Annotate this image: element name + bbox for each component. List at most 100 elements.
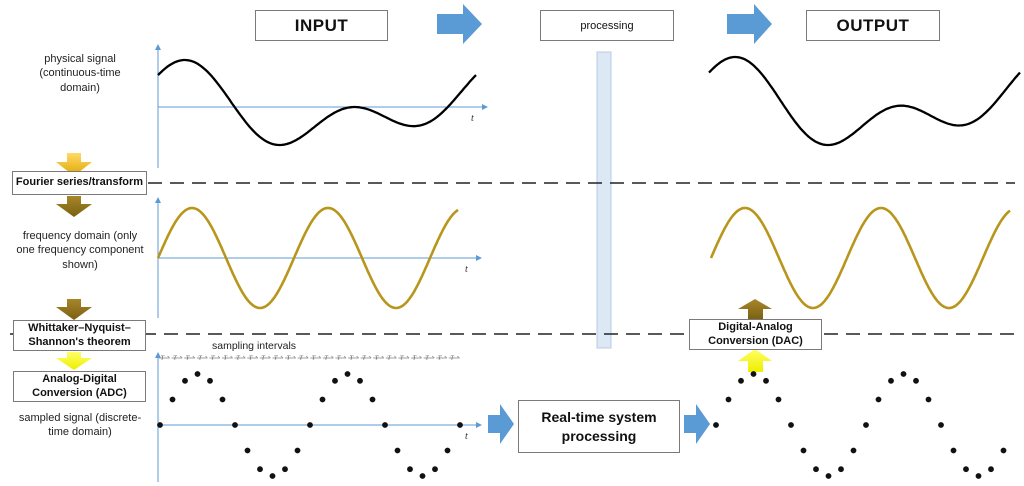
sampling-interval-arrowhead-12 [318, 355, 322, 359]
sampled-output-point-5 [775, 396, 782, 403]
sampled-input-point-23 [444, 447, 451, 454]
dac-up-arrow-olive-icon [738, 299, 772, 320]
sampled-input-point-8 [257, 466, 263, 473]
sampled-output-point-10 [838, 466, 844, 473]
physical-y-arrowhead [155, 44, 161, 50]
sampled-output-point-11 [850, 447, 857, 454]
physical-signal-label-line2: (continuous-time [39, 67, 121, 80]
realtime-label-line2: processing [561, 427, 637, 444]
sampling-interval-tick-label-15: T [350, 355, 354, 362]
adc-down-arrow-icon [56, 352, 92, 370]
sampled-input-point-7 [244, 447, 251, 454]
sampled-output-point-8 [813, 466, 819, 473]
sampled-input-point-18 [382, 422, 388, 428]
sampling-interval-tick-label-1: T [173, 355, 177, 362]
sampled-output-point-9 [825, 473, 832, 479]
frequency-x-arrowhead [476, 255, 482, 261]
sampled-output-point-23 [1000, 447, 1007, 454]
sampling-interval-tick-label-14: T [337, 355, 341, 362]
sampling-interval-arrowhead-1 [179, 355, 183, 359]
axes-group [155, 44, 488, 482]
physical-signal-label-line3: domain) [60, 81, 100, 94]
sampled-input-point-24 [457, 422, 463, 428]
sampled-input-point-20 [407, 466, 413, 473]
sampled-output-point-17 [925, 396, 932, 403]
sampling-interval-tick-label-19: T [400, 355, 404, 362]
dac-box: Digital-Analog Conversion (DAC) [689, 319, 822, 350]
sampling-interval-arrowhead-3 [205, 355, 208, 359]
adc-box: Analog-Digital Conversion (ADC) [13, 371, 146, 402]
sampled-input-point-22 [432, 466, 438, 473]
sampling-interval-arrowhead-0 [167, 355, 170, 359]
sampled-output-point-15 [900, 371, 907, 377]
sampling-interval-arrowhead-13 [331, 355, 334, 359]
frequency-domain-label: frequency domain (only one frequency com… [16, 229, 144, 272]
sampled-t-label: t [465, 431, 468, 442]
sampling-intervals-label: sampling intervals [212, 340, 297, 352]
sampled-output-point-14 [888, 377, 894, 384]
sampling-interval-arrowhead-2 [192, 355, 196, 359]
processing-box: processing [540, 10, 674, 41]
input-arrow-icon [437, 4, 482, 44]
sampling-interval-tick-label-3: T [198, 355, 202, 362]
sampled-signal-label: sampled signal (discrete-time domain) [14, 411, 146, 440]
sampling-interval-arrowhead-10 [293, 355, 296, 359]
fourier-down-arrow-icon [56, 153, 92, 176]
frequency-domain-label-line2: (only one frequency [16, 230, 138, 257]
sampled-output-point-1 [725, 396, 732, 403]
realtime-in-arrow-icon [488, 404, 514, 444]
physical-signal-output-curve [708, 55, 1021, 147]
sampling-interval-tick-label-18: T [387, 355, 391, 362]
sampling-interval-tick-label-12: T [312, 355, 316, 362]
fourier-label: Fourier series/transform [15, 176, 144, 189]
sampled-input-point-9 [269, 473, 276, 479]
dac-label-line2: Conversion (DAC) [708, 334, 803, 347]
sampled-output-point-4 [763, 377, 769, 384]
sampled-y-arrowhead [155, 352, 161, 358]
sampled-input-point-0 [157, 422, 163, 428]
sampled-output-point-18 [938, 422, 944, 428]
processing-bar [596, 51, 612, 349]
frequency-domain-label-line1: frequency domain [22, 230, 111, 242]
processing-label: processing [580, 19, 634, 32]
sampled-signal-label-line1: sampled signal [18, 412, 93, 424]
sampling-interval-tick-label-0: T [161, 355, 165, 362]
sampling-interval-tick-label-8: T [261, 355, 265, 362]
physical-x-arrowhead [482, 104, 488, 110]
realtime-label-line1: Real-time system [541, 408, 657, 425]
frequency-sine-output-curve [709, 206, 1011, 310]
sampling-interval-tick-label-10: T [287, 355, 291, 362]
sampling-interval-arrowhead-23 [457, 355, 460, 359]
sampled-input-point-3 [194, 371, 201, 377]
sampling-interval-arrowhead-4 [217, 355, 221, 359]
physical-t-label: t [471, 113, 474, 124]
sampled-output-point-0 [713, 422, 719, 428]
sampled-output-point-21 [975, 473, 982, 479]
output-label: OUTPUT [836, 15, 910, 35]
sampling-interval-tick-label-17: T [375, 355, 379, 362]
dac-label-line1: Digital-Analog [718, 320, 793, 333]
sampled-output-point-22 [988, 466, 994, 473]
sampling-interval-tick-label-21: T [425, 355, 429, 362]
sampling-interval-tick-label-13: T [324, 355, 328, 362]
sampled-input-point-14 [332, 377, 338, 384]
sampling-interval-arrowhead-7 [255, 355, 259, 359]
sampling-interval-tick-label-11: T [299, 355, 303, 362]
sampled-output-point-12 [863, 422, 869, 428]
output-box: OUTPUT [806, 10, 940, 41]
sampling-interval-arrowhead-14 [343, 355, 347, 359]
physical-signal-input-curve [157, 58, 477, 147]
sampled-output-point-13 [875, 396, 882, 403]
physical-signal-label: physical signal (continuous-time domain) [18, 52, 142, 95]
sampled-input-point-16 [357, 377, 363, 384]
sampling-interval-tick-label-7: T [249, 355, 253, 362]
frequency-sine-input-curve [156, 206, 459, 310]
sampled-x-arrowhead [476, 422, 482, 428]
sampling-interval-arrowhead-17 [381, 355, 385, 359]
sampled-input-point-1 [169, 396, 176, 403]
sampled-input-point-5 [219, 396, 226, 403]
sampled-output-point-16 [913, 377, 919, 384]
